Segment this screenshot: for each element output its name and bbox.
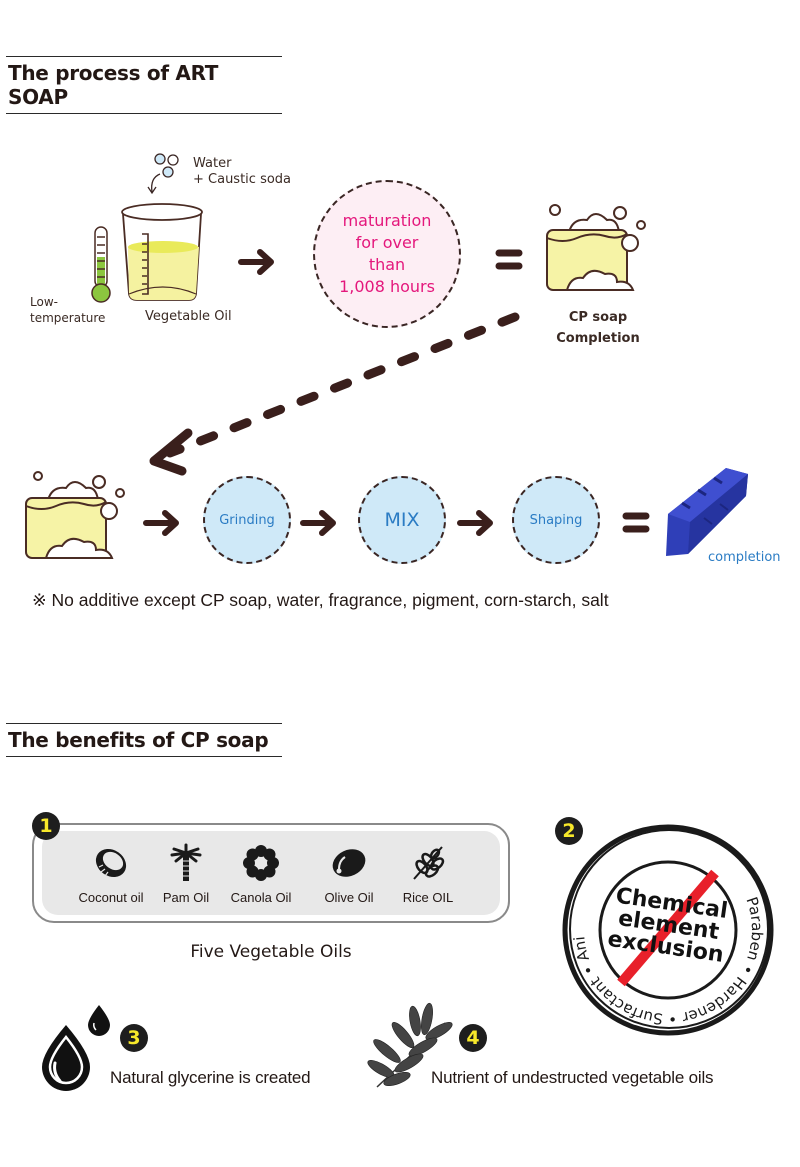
coconut-icon [95,848,127,878]
oil-label-rice: Rice OIL [402,890,454,905]
maturation-circle: maturation for over than 1,008 hours [313,180,461,328]
grain-icon [413,846,445,880]
water-label-line1: Water [193,156,232,171]
flower-icon [243,845,279,881]
benefit-4-caption: Nutrient of undestructed vegetable oils [431,1068,714,1087]
benefit-3-badge: 3 [120,1024,148,1052]
oil-label-coconut: Coconut oil [78,890,144,905]
oil-item-coconut: Coconut oil [66,845,156,905]
benefits-section-title: The benefits of CP soap [6,723,282,757]
maturation-line1: maturation [342,211,432,230]
maturation-line4: 1,008 hours [339,277,435,296]
step-grinding: Grinding [203,476,291,564]
cp-soap-label-line1: CP soap [568,310,628,325]
benefit-3-caption: Natural glycerine is created [110,1068,311,1087]
benefit-2-badge: 2 [555,817,583,845]
process-section-title: The process of ART SOAP [6,56,282,114]
strike-line [617,869,719,987]
leaves-icon [367,1002,453,1088]
step-mix: MIX [358,476,446,564]
benefit-1-badge: 1 [32,812,60,840]
dashed-arrow-down-left-icon [149,312,520,476]
olive-icon [332,849,366,877]
water-bubbles-icon [147,153,179,195]
chemical-exclusion-stamp: Paraben • Hardener • Surfactant • Animal… [546,801,774,1036]
cp-soap-icon-2 [25,471,125,559]
arrow-right-icon [143,510,179,536]
cp-soap-label-line2: Completion [556,331,640,346]
oil-item-olive: Olive Oil [304,845,394,905]
maturation-line2: for over [355,233,419,252]
equals-icon [495,249,523,270]
arrow-right-icon [457,510,493,536]
step-shaping: Shaping [512,476,600,564]
step-shaping-label: Shaping [529,512,583,528]
cp-soap-icon [546,204,646,291]
thermometer-label-line2: temperature [30,311,106,325]
completion-label: completion [708,550,781,565]
oil-drop-icon [42,1005,110,1091]
oil-label-canola: Canola Oil [230,890,292,905]
cp-soap-label: CP soap Completion [555,307,641,349]
thermometer-label-line1: Low- [30,295,58,309]
beaker-label: Vegetable Oil [145,309,232,324]
benefit-1-caption: Five Vegetable Oils [190,942,352,962]
water-label: Water + Caustic soda [193,156,291,188]
equals-icon [622,512,650,533]
step-mix-label: MIX [384,509,420,531]
thermometer-icon [91,226,111,303]
arrow-right-icon [238,249,274,275]
step-grinding-label: Grinding [219,512,275,528]
additive-note: ※ No additive except CP soap, water, fra… [32,590,609,610]
arrow-right-icon [300,510,336,536]
maturation-line3: than [368,255,406,274]
oil-label-olive: Olive Oil [324,890,374,905]
oil-item-rice: Rice OIL [383,845,473,905]
water-label-line2: + Caustic soda [193,172,292,187]
beaker-icon [121,203,203,301]
oil-item-canola: Canola Oil [216,845,306,905]
final-soap-bar-image [666,468,748,556]
benefit-4-badge: 4 [459,1024,487,1052]
thermometer-label: Low- temperature [30,294,105,326]
oil-item-palm: Pam Oil [141,843,231,905]
oil-label-palm: Pam Oil [162,890,210,905]
palm-tree-icon [170,843,202,881]
